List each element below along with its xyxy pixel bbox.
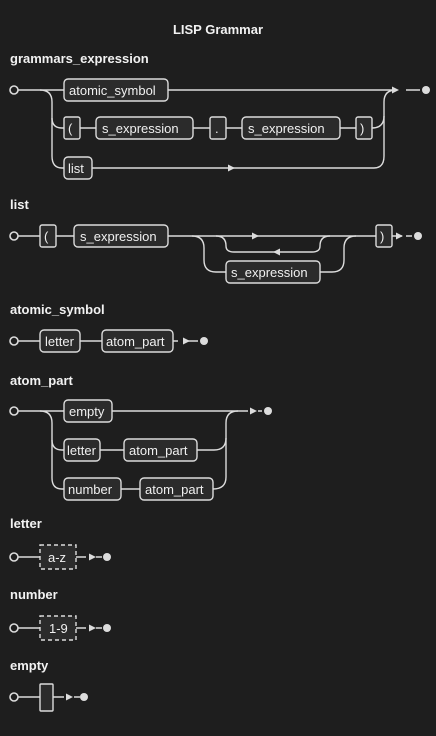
railroad-empty: [9, 683, 88, 712]
token-atom-part: atom_part: [106, 334, 165, 349]
railroad-number: 1-9: [9, 615, 111, 641]
end-terminal: [80, 693, 88, 701]
nonterminal-empty: [63, 399, 113, 423]
token-rparen: ): [380, 229, 384, 244]
start-terminal: [9, 231, 19, 241]
start-terminal: [9, 406, 19, 416]
end-terminal: [103, 553, 111, 561]
rule-name-grammars-expression: grammars_expression: [10, 51, 149, 66]
nonterminal-number: [63, 477, 122, 501]
nonterminal-atom-part: [139, 477, 214, 501]
rule-name-letter: letter: [10, 516, 42, 531]
nonterminal-s-expression: [241, 116, 341, 140]
token-a-z: a-z: [48, 550, 66, 565]
token-lparen: (: [44, 229, 49, 244]
rule-name-list: list: [10, 197, 29, 212]
nonterminal-atomic-symbol: [63, 78, 169, 102]
rule-name-empty: empty: [10, 658, 49, 673]
start-terminal: [9, 336, 19, 346]
start-terminal: [9, 623, 19, 633]
token-1-9: 1-9: [49, 621, 68, 636]
terminal-rparen: [355, 116, 373, 140]
diagram-title: LISP Grammar: [172, 22, 264, 37]
terminal-lparen: [39, 224, 57, 248]
token-letter: letter: [67, 443, 97, 458]
token-s-expression: s_expression: [248, 121, 325, 136]
start-terminal: [9, 552, 19, 562]
token-dot: .: [215, 121, 219, 136]
terminal-lparen: [63, 116, 81, 140]
end-terminal: [103, 624, 111, 632]
start-terminal: [9, 85, 19, 95]
nonterminal-atom-part: [101, 329, 174, 353]
end-terminal: [422, 86, 430, 94]
end-terminal: [200, 337, 208, 345]
token-s-expression: s_expression: [231, 265, 308, 280]
terminal-dot: [209, 116, 227, 140]
token-empty: empty: [69, 404, 105, 419]
token-lparen: (: [68, 121, 73, 136]
end-terminal: [414, 232, 422, 240]
railroad-atom-part: empty letter atom_part number atom_part: [9, 399, 272, 501]
char-range-1-9: [39, 615, 77, 641]
token-s-expression: s_expression: [102, 121, 179, 136]
rule-name-atomic-symbol: atomic_symbol: [10, 302, 105, 317]
token-list: list: [68, 161, 84, 176]
rule-name-number: number: [10, 587, 58, 602]
char-range-a-z: [39, 544, 77, 570]
token-number: number: [68, 482, 113, 497]
nonterminal-s-expression: [225, 260, 321, 284]
nonterminal-s-expression: [73, 224, 169, 248]
token-atomic-symbol: atomic_symbol: [69, 83, 156, 98]
nonterminal-list: [63, 156, 93, 180]
railroad-atomic-symbol: letter atom_part: [9, 329, 208, 353]
token-atom-part: atom_part: [129, 443, 188, 458]
railroad-grammars-expression: atomic_symbol ( s_expression . s_express…: [9, 78, 430, 180]
nonterminal-s-expression: [95, 116, 194, 140]
nonterminal-atom-part: [123, 438, 198, 462]
terminal-rparen: [375, 224, 393, 248]
token-atom-part: atom_part: [145, 482, 204, 497]
token-rparen: ): [360, 121, 364, 136]
rule-name-atom-part: atom_part: [10, 373, 73, 388]
end-terminal: [264, 407, 272, 415]
railroad-list: ( s_expression s_expression ): [9, 224, 422, 284]
empty-terminal: [39, 683, 54, 712]
token-letter: letter: [45, 334, 75, 349]
nonterminal-letter: [63, 438, 101, 462]
start-terminal: [9, 692, 19, 702]
nonterminal-letter: [39, 329, 81, 353]
token-s-expression: s_expression: [80, 229, 157, 244]
railroad-letter: a-z: [9, 544, 111, 570]
